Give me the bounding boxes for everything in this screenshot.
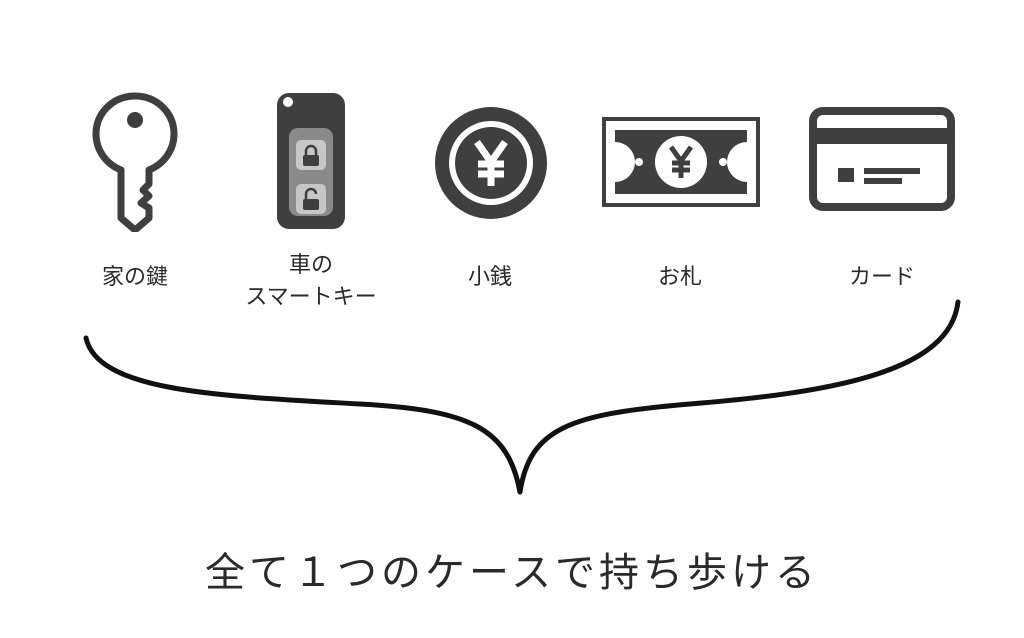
car-smart-key-icon (274, 90, 348, 232)
label-car-smart-key: 車の スマートキー (245, 253, 377, 310)
caption: 全て１つのケースで持ち歩ける (205, 550, 819, 596)
yen-coin-icon (432, 104, 550, 222)
label-card: カード (848, 265, 915, 290)
house-key-icon (90, 92, 180, 234)
label-banknote: お札 (657, 265, 702, 290)
yen-banknote-icon (601, 116, 761, 208)
label-house-key: 家の鍵 (101, 265, 168, 290)
label-coins: 小銭 (467, 265, 512, 290)
credit-card-icon (808, 106, 956, 212)
